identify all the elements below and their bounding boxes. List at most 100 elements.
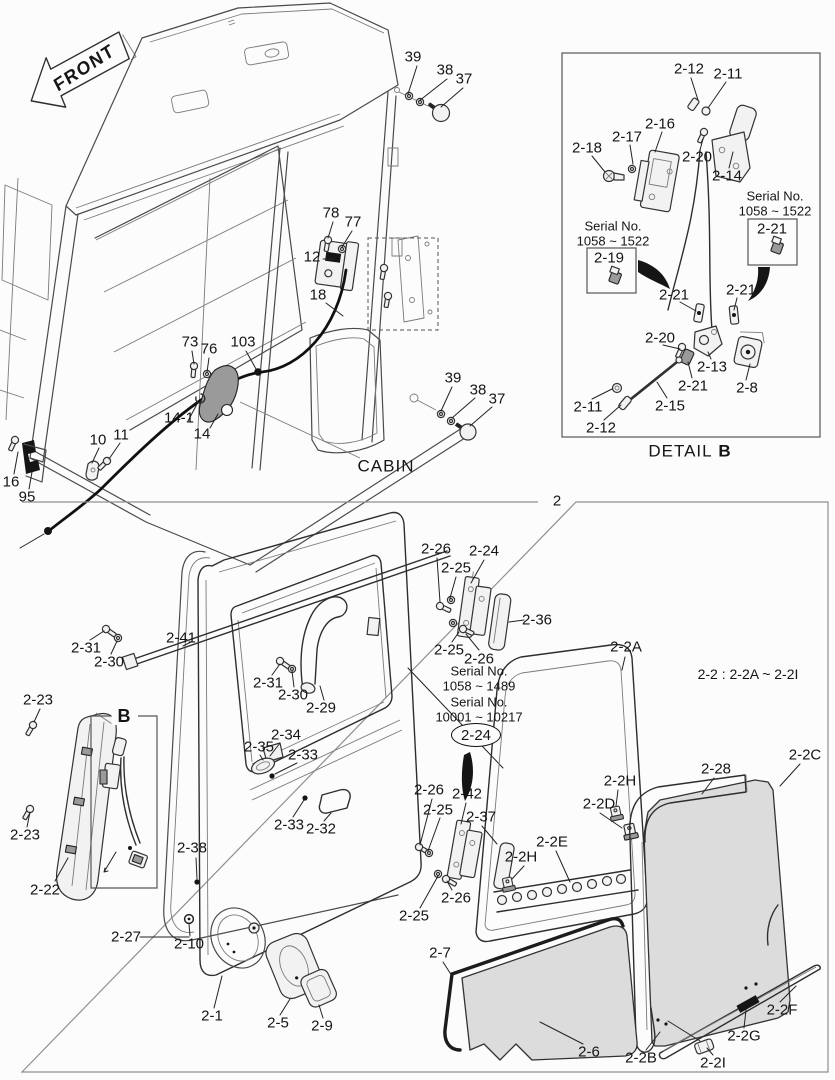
part-label-2-13: 2-13	[696, 358, 728, 376]
part-label-39: 39	[404, 48, 422, 66]
part-label-2-5: 2-5	[267, 1014, 289, 1032]
part-label-2-18: 2-18	[571, 139, 603, 157]
part-label-2-25b: 2-25	[433, 641, 465, 659]
door-assembly-drawing	[20, 511, 515, 1008]
part-label-2-29: 2-29	[305, 699, 337, 717]
part-label-2-2Ha: 2-2H	[603, 772, 637, 790]
part-label-2-23a: 2-23	[22, 691, 54, 709]
serial-note-door: Serial No.1058 ~ 1489 Serial No.10001 ~ …	[435, 663, 523, 725]
group-label-2: 2	[546, 493, 568, 509]
part-label-2-21c: 2-21	[677, 377, 709, 395]
part-label-38: 38	[436, 61, 454, 79]
part-label-2-31a: 2-31	[70, 639, 102, 657]
svg-text:FRONT: FRONT	[51, 40, 118, 96]
part-label-2-26b: 2-26	[463, 650, 495, 668]
part-label-2-20: 2-20	[681, 148, 713, 166]
leader-lines	[13, 65, 801, 1056]
window-sash-drawing	[475, 643, 648, 943]
part-label-2-2E: 2-2E	[536, 833, 568, 851]
part-label-38b: 38	[469, 381, 487, 399]
serial-note-right: Serial No.1058 ~ 1522	[738, 188, 812, 219]
part-label-2-14: 2-14	[711, 167, 743, 185]
part-label-2-26a: 2-26	[420, 540, 452, 558]
part-label-2-26d: 2-26	[440, 889, 472, 907]
part-label-2-21b: 2-21	[725, 281, 757, 299]
part-label-73: 73	[181, 333, 199, 351]
part-label-18: 18	[309, 286, 327, 304]
part-label-2-20b: 2-20	[644, 329, 676, 347]
detail-b-inset	[561, 52, 821, 438]
lower-glass-drawing	[443, 916, 638, 1061]
cabin-caption: CABIN	[357, 456, 415, 476]
part-label-2-6: 2-6	[578, 1043, 600, 1061]
part-label-2-24a: 2-24	[468, 542, 500, 560]
part-label-16: 16	[2, 473, 20, 491]
part-label-11: 11	[113, 426, 129, 444]
part-label-2-2D: 2-2D	[582, 795, 616, 813]
door-group-border	[20, 501, 829, 1073]
part-label-2-23b: 2-23	[9, 826, 41, 844]
part-label-2-12b: 2-12	[585, 419, 617, 437]
part-label-14-1: 14-1	[163, 409, 195, 427]
detail-b-caption: DETAIL B	[648, 441, 732, 461]
part-label-2-36: 2-36	[521, 611, 553, 629]
part-label-2-25d: 2-25	[398, 907, 430, 925]
boxed-part-label-2-19: 2-19	[593, 249, 625, 267]
cabin-drawing	[0, 2, 477, 573]
range-note: 2-2 : 2-2A ~ 2-2I	[697, 666, 799, 682]
part-label-2-2G: 2-2G	[727, 1027, 761, 1045]
part-label-39b: 39	[444, 369, 462, 387]
part-label-2-7: 2-7	[429, 944, 451, 962]
part-label-2-11: 2-11	[713, 65, 743, 83]
part-label-2-28: 2-28	[700, 760, 732, 778]
part-label-95: 95	[18, 488, 36, 506]
part-label-2-30a: 2-30	[93, 653, 125, 671]
part-label-14: 14	[193, 425, 211, 443]
part-label-2-11b: 2-11	[573, 398, 603, 416]
part-label-2-9: 2-9	[311, 1017, 333, 1035]
part-label-78: 78	[322, 204, 340, 222]
part-label-2-2B: 2-2B	[625, 1049, 657, 1067]
rear-frame-glass-drawing	[629, 774, 821, 1060]
part-label-76: 76	[200, 340, 218, 358]
part-label-2-41: 2-41	[165, 629, 197, 647]
front-arrow: FRONT	[30, 31, 137, 108]
inset-b-letter: B	[111, 707, 137, 725]
part-label-2-2A: 2-2A	[610, 638, 642, 656]
part-label-2-34: 2-34	[270, 726, 302, 744]
part-label-2-16: 2-16	[644, 115, 676, 133]
part-label-2-35: 2-35	[243, 738, 275, 756]
part-label-2-25a: 2-25	[440, 559, 472, 577]
part-label-2-22: 2-22	[29, 881, 61, 899]
part-label-2-1: 2-1	[201, 1007, 223, 1025]
circled-part-label-2-24: 2-24	[450, 723, 502, 747]
part-label-2-26c: 2-26	[413, 781, 445, 799]
part-label-103: 103	[230, 333, 256, 351]
boxed-part-label-2-21: 2-21	[756, 220, 788, 238]
part-label-2-8: 2-8	[736, 379, 758, 397]
part-label-77: 77	[344, 213, 362, 231]
part-label-2-30b: 2-30	[277, 686, 309, 704]
part-label-2-25c: 2-25	[422, 801, 454, 819]
part-label-2-21a: 2-21	[658, 286, 690, 304]
part-label-2-2C: 2-2C	[788, 746, 822, 764]
part-label-2-2I: 2-2I	[700, 1054, 726, 1072]
part-label-2-10: 2-10	[173, 935, 205, 953]
part-label-37b: 37	[488, 390, 506, 408]
part-label-2-37: 2-37	[465, 808, 497, 826]
part-label-37: 37	[455, 70, 473, 88]
part-label-2-12: 2-12	[673, 60, 705, 78]
part-label-2-15: 2-15	[654, 397, 686, 415]
part-label-10: 10	[89, 431, 107, 449]
part-label-2-17: 2-17	[611, 128, 643, 146]
part-label-2-31b: 2-31	[252, 674, 284, 692]
part-label-2-2F: 2-2F	[766, 1001, 798, 1019]
part-label-2-33b: 2-33	[273, 816, 305, 834]
serial-note-left: Serial No.1058 ~ 1522	[576, 218, 650, 249]
part-label-2-27: 2-27	[110, 928, 142, 946]
part-label-2-42: 2-42	[451, 785, 483, 803]
part-label-2-38: 2-38	[176, 839, 208, 857]
part-label-12: 12	[303, 248, 321, 266]
